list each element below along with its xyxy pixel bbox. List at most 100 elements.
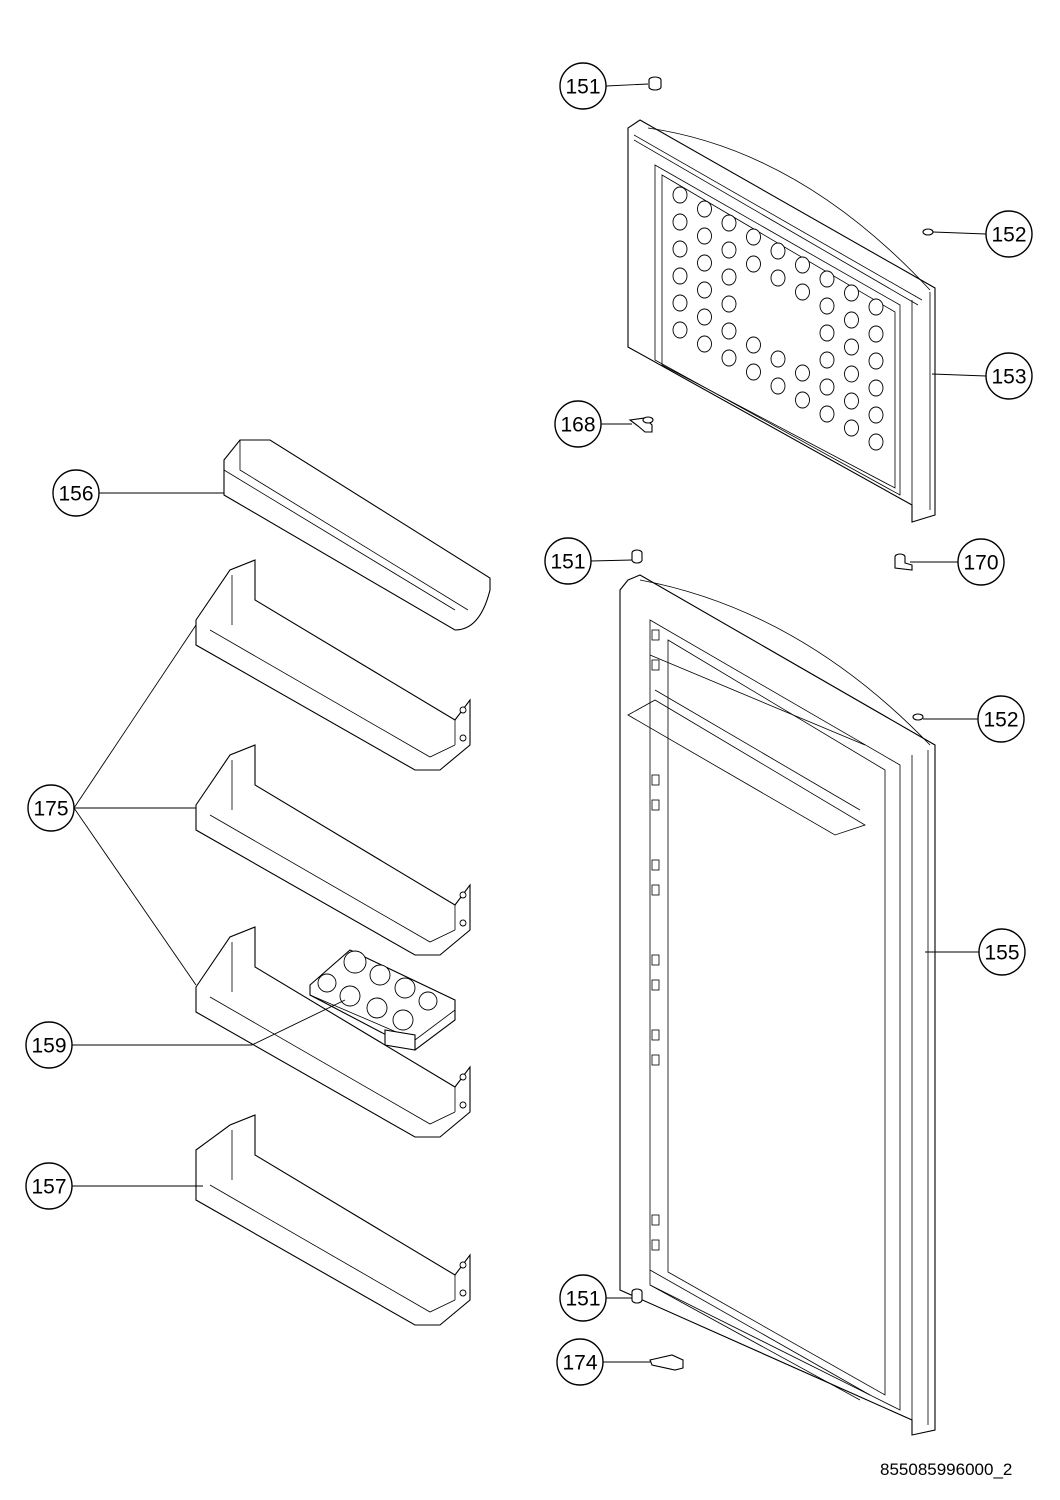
hinge-168 [628,416,654,433]
dimple [770,242,786,260]
callout-156: 156 [52,469,100,517]
dimple [721,322,737,340]
dimple [672,294,688,312]
shelf-slot [651,659,660,671]
dimple [746,228,761,246]
dimple [868,406,884,424]
dimple [746,336,761,354]
hinge-170 [894,553,913,571]
hinge-bushing-151-top [648,76,662,91]
callout-label: 151 [565,76,600,99]
dimple [746,363,761,381]
dimple [672,267,688,285]
fridge-door-part [619,574,936,1436]
dimple [770,269,786,287]
hinge-174 [649,1354,684,1371]
dimple [697,281,712,299]
dimple [697,254,712,272]
dimple [795,391,810,409]
dimple [795,283,810,301]
shelf-slot [651,884,660,896]
dimple [844,338,859,356]
dimple [721,349,737,367]
plug-152-middle [912,713,924,721]
callout-168: 168 [554,400,602,448]
dimple [819,270,835,288]
shelf-slot [651,1214,660,1226]
dimple [844,419,859,437]
callout-label: 152 [983,709,1018,732]
callout-label: 151 [565,1288,600,1311]
callout-label: 175 [33,798,68,821]
shelf-slot [651,1239,660,1251]
freezer-door-dimples [672,186,884,451]
callout-151-middle: 151 [544,537,592,585]
dimple [844,284,859,302]
callout-155: 155 [978,928,1026,976]
shelf-slot [651,1054,660,1066]
dimple [795,364,810,382]
callout-151-top: 151 [559,62,607,110]
callout-153: 153 [985,352,1033,400]
dimple [770,377,786,395]
dimple [672,186,688,204]
dimple [770,350,786,368]
shelf-slot [651,799,660,811]
hinge-bushing-151-middle [631,549,643,564]
dimple [746,255,761,273]
dimple [721,214,737,232]
callout-label: 151 [550,551,585,574]
dimple [844,365,859,383]
dimple [697,308,712,326]
callout-152-top: 152 [985,210,1033,258]
callout-label: 168 [560,414,595,437]
callout-174: 174 [556,1338,604,1386]
balcony-lid-part [223,439,491,631]
door-shelf [195,744,471,956]
callout-label: 174 [562,1352,597,1375]
shelf-slot [651,774,660,786]
shelf-slot [651,954,660,966]
dimple [868,352,884,370]
dimple [819,405,835,423]
plug-152-top [922,228,934,236]
dimple [868,379,884,397]
callout-label: 170 [963,552,998,575]
dimple [721,268,737,286]
callout-152-middle: 152 [977,695,1025,743]
callout-bubbles: 151 152 153 168 156 151 170 152 [25,62,1033,1386]
dimple [844,392,859,410]
dimple [819,378,835,396]
dimple [868,433,884,451]
dimple [795,256,810,274]
shelf-slot [651,629,660,641]
door-shelf [195,559,471,771]
callout-label: 152 [991,224,1026,247]
dimple [672,213,688,231]
fridge-door-shelf-slots [651,629,660,1251]
dimple [697,227,712,245]
shelf-slot [651,1029,660,1041]
shelf-slot [651,859,660,871]
dimple [868,298,884,316]
door-shelf [195,1114,471,1326]
freezer-door-part [627,119,936,523]
leader-lines [72,83,987,1363]
door-shelf [195,926,471,1138]
callout-label: 155 [984,942,1019,965]
dimple [672,240,688,258]
dimple [819,297,835,315]
callout-label: 159 [31,1035,66,1058]
dimple [697,200,712,218]
hinge-bushing-151-bottom [631,1288,643,1304]
shelf-slot [651,979,660,991]
drawing-number: 855085996000_2 [880,1460,1013,1479]
callout-151-bottom: 151 [559,1274,607,1322]
dimple [697,335,712,353]
callout-label: 156 [58,483,93,506]
dimple [868,325,884,343]
callout-175: 175 [27,784,75,832]
callout-157: 157 [25,1162,73,1210]
door-shelves [195,559,471,1326]
